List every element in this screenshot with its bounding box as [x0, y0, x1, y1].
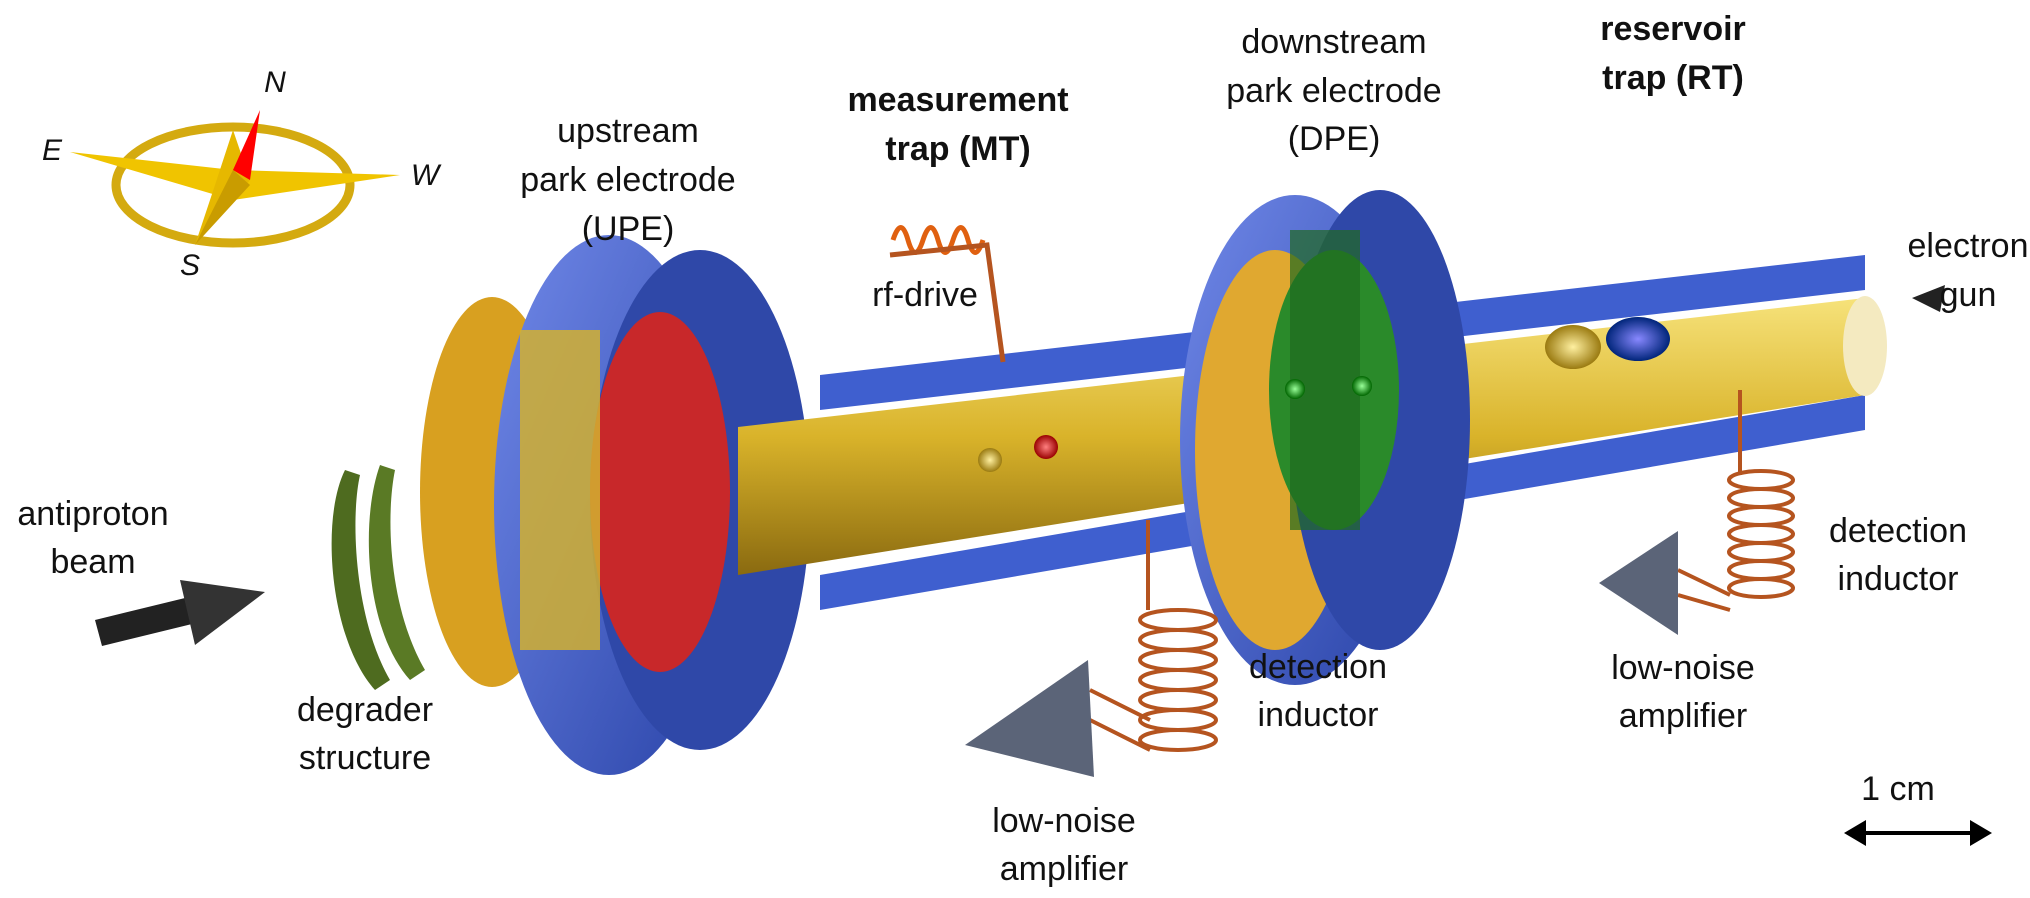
label-line: reservoir	[1600, 10, 1746, 48]
downstream-park-electrode	[1180, 190, 1470, 685]
label-line: park electrode	[520, 161, 735, 199]
particle-cloud-gold	[1545, 325, 1601, 369]
compass-east-label: E	[42, 134, 63, 167]
rf-drive-wave-icon	[889, 225, 1006, 363]
label-line: inductor	[1258, 696, 1379, 734]
degrader-structure	[331, 465, 425, 690]
particle-cloud-blue	[1606, 317, 1670, 361]
dpe-label: downstream park electrode (DPE)	[1226, 23, 1441, 158]
low-noise-amplifier-icon	[1599, 531, 1678, 635]
amplifier-rt-label: low-noise amplifier	[1611, 649, 1755, 735]
upstream-park-electrode	[420, 235, 810, 775]
mt-label: measurement trap (MT)	[847, 81, 1068, 168]
label-line: detection	[1829, 512, 1967, 550]
label-line: (DPE)	[1288, 120, 1381, 158]
label-line: trap (RT)	[1602, 59, 1744, 97]
compass-icon: N E W S	[42, 66, 442, 282]
label-line: low-noise	[1611, 649, 1755, 687]
upe-label: upstream park electrode (UPE)	[520, 112, 735, 248]
antiproton-beam-label: antiproton beam	[17, 495, 168, 581]
scale-bar-label: 1 cm	[1861, 770, 1935, 808]
particle-red	[1034, 435, 1058, 459]
scale-bar: 1 cm	[1844, 770, 1992, 846]
compass-west-label: W	[411, 159, 442, 192]
label-line: (UPE)	[582, 210, 675, 248]
label-line: amplifier	[1619, 697, 1747, 735]
electron-gun-icon	[1912, 285, 1945, 312]
label-line: trap (MT)	[885, 130, 1030, 168]
label-line: beam	[50, 543, 135, 581]
particle-green	[1285, 379, 1305, 399]
particle-gold	[978, 448, 1002, 472]
antiproton-beam-arrow-icon	[95, 580, 265, 646]
low-noise-amplifier-icon	[965, 660, 1094, 777]
label-line: structure	[299, 739, 431, 777]
label-line: antiproton	[17, 495, 168, 533]
label-line: detection	[1249, 648, 1387, 686]
detection-inductor-mt-label: detection inductor	[1249, 648, 1387, 734]
particle-green	[1352, 376, 1372, 396]
degrader-label: degrader structure	[297, 691, 433, 777]
label-line: low-noise	[992, 802, 1136, 840]
label-line: downstream	[1241, 23, 1426, 61]
label-line: inductor	[1838, 560, 1959, 598]
amplifier-mt-label: low-noise amplifier	[992, 802, 1136, 888]
label-line: measurement	[847, 81, 1068, 119]
label-line: park electrode	[1226, 72, 1441, 110]
detection-inductor-icon	[1677, 390, 1795, 612]
detection-inductor-icon	[1089, 520, 1218, 752]
label-line: gun	[1940, 276, 1997, 314]
label-line: degrader	[297, 691, 433, 729]
label-line: upstream	[557, 112, 699, 150]
rt-label: reservoir trap (RT)	[1600, 10, 1746, 97]
electron-gun-label: electron gun	[1908, 227, 2029, 314]
compass-north-label: N	[264, 66, 286, 99]
rf-drive-label: rf-drive	[872, 276, 978, 314]
compass-south-label: S	[180, 249, 200, 282]
label-line: electron	[1908, 227, 2029, 265]
detection-inductor-rt-label: detection inductor	[1829, 512, 1967, 598]
label-line: amplifier	[1000, 850, 1128, 888]
